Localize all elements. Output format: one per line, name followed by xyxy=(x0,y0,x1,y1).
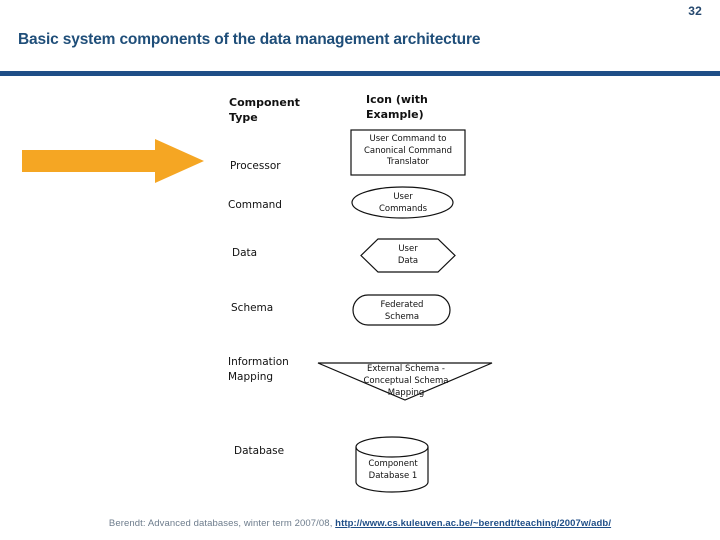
command-icon-label: User Commands xyxy=(378,192,428,214)
information-mapping-icon-label: External Schema - Conceptual Schema Mapp… xyxy=(363,364,449,398)
schema-icon-label: Federated Schema xyxy=(380,300,424,322)
title-divider xyxy=(0,71,720,76)
column-header-component-type: Component Type xyxy=(229,96,300,124)
row-label-schema: Schema xyxy=(231,302,274,314)
data-icon-label: User Data xyxy=(397,244,419,266)
footer-citation: Berendt: Advanced databases, winter term… xyxy=(108,518,336,529)
row-label-data: Data xyxy=(232,247,258,259)
row-label-processor: Processor xyxy=(230,160,281,172)
processor-icon-label: User Command to Canonical Command Transl… xyxy=(363,134,453,167)
column-header-icon-example: Icon (with Example) xyxy=(366,93,428,121)
page-number: 32 xyxy=(688,4,702,18)
page-title: Basic system components of the data mana… xyxy=(18,31,481,48)
orange-right-arrow-icon xyxy=(22,139,204,183)
footer-course-link[interactable]: http://www.cs.kuleuven.ac.be/~berendt/te… xyxy=(335,518,612,529)
row-label-command: Command xyxy=(228,199,282,211)
row-label-database: Database xyxy=(234,445,285,457)
row-label-information-mapping: Information Mapping xyxy=(228,356,289,383)
slide-footer: Berendt: Advanced databases, winter term… xyxy=(0,518,720,529)
database-icon-label: Component Database 1 xyxy=(368,459,418,481)
database-icon-cylinder-top xyxy=(355,436,429,458)
